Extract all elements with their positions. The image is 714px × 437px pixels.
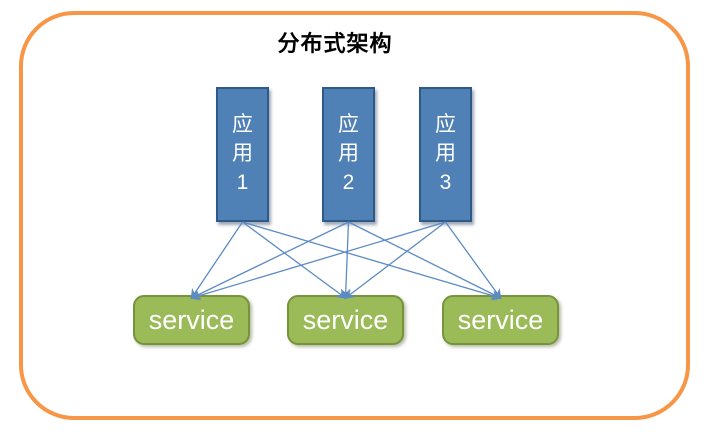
app-node-3: 应 用 3 [419, 87, 472, 222]
service-node-1: service [133, 295, 250, 345]
app-node-2: 应 用 2 [322, 87, 375, 222]
diagram-title: 分布式架构 [277, 31, 393, 56]
diagram-frame [19, 11, 690, 420]
app-node-1: 应 用 1 [216, 87, 269, 222]
service-node-2: service [287, 295, 404, 345]
service-node-3: service [442, 295, 559, 345]
